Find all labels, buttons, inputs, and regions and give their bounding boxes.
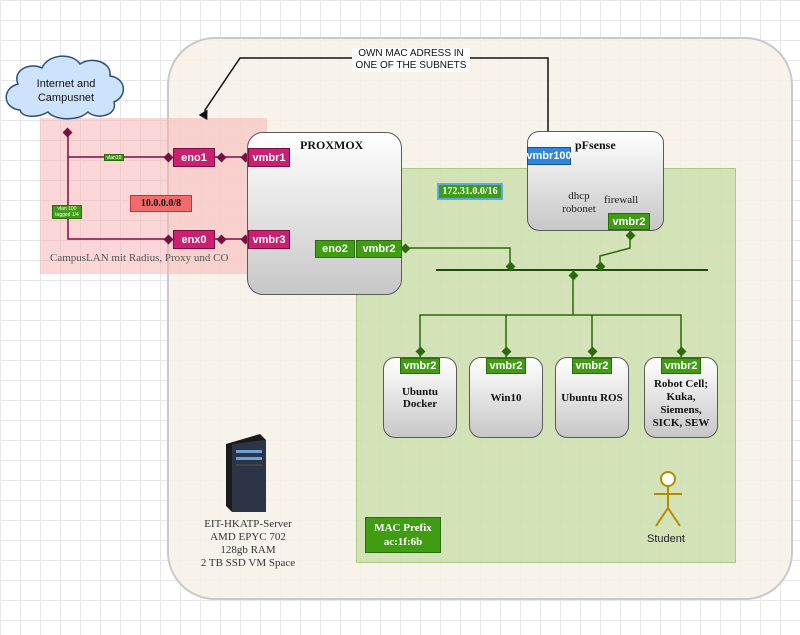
dhcp-label: dhcp robonet bbox=[556, 190, 602, 216]
annotation-line1: OWN MAC ADRESS IN bbox=[358, 48, 464, 59]
server-label-line4: 2 TB SSD VM Space bbox=[200, 557, 296, 569]
server-label-line1: EIT-HKATP-Server bbox=[204, 518, 292, 530]
campus-vlan100-line bbox=[67, 157, 172, 240]
vm-port[interactable]: vmbr2 bbox=[400, 358, 440, 374]
firewall-label: firewall bbox=[604, 194, 639, 206]
cloud-line1: Internet and bbox=[36, 78, 96, 90]
diamond-marker bbox=[163, 152, 174, 163]
diamond-marker bbox=[415, 346, 426, 357]
mac-prefix-badge: MAC Prefix ac:1f:6b bbox=[365, 517, 441, 553]
diamond-marker bbox=[587, 346, 598, 357]
student-figure bbox=[654, 471, 682, 527]
vm-win10[interactable]: vmbr2 Win10 bbox=[469, 357, 543, 438]
diamond-marker bbox=[676, 346, 687, 357]
server-label-line2: AMD EPYC 702 bbox=[210, 531, 286, 543]
campus-subnet-badge: 10.0.0.0/8 bbox=[130, 195, 192, 212]
vm-name-line3: Siemens, bbox=[660, 404, 702, 416]
cloud-shape bbox=[5, 55, 124, 120]
diamond-marker bbox=[400, 243, 411, 254]
vm-ubuntu-docker[interactable]: vmbr2 Ubuntu Docker bbox=[383, 357, 457, 438]
diamond-marker bbox=[216, 234, 227, 245]
server-label-line3: 128gb RAM bbox=[220, 544, 276, 556]
dhcp-label-line2: robonet bbox=[562, 203, 596, 215]
cloud-label: Internet and Campusnet bbox=[20, 77, 112, 105]
proxmox-title: PROXMOX bbox=[300, 138, 364, 152]
enx0-port[interactable]: enx0 bbox=[173, 230, 215, 249]
pfsense-to-bus-line bbox=[599, 230, 631, 270]
vm-name-line2: Docker bbox=[402, 398, 438, 410]
mac-prefix-line1: MAC Prefix bbox=[374, 522, 432, 534]
mac-prefix-line2: ac:1f:6b bbox=[383, 536, 423, 548]
proxmox-vmbr2-port[interactable]: vmbr2 bbox=[356, 240, 402, 258]
vmbr2-to-bus-line bbox=[402, 247, 511, 270]
vlan100-tag-line1: vlan 100 bbox=[57, 206, 77, 212]
campus-lan-label: CampusLAN mit Radius, Proxy und CO bbox=[50, 252, 229, 264]
vlan100-tag: vlan 100 tagged 1/4 bbox=[52, 205, 82, 219]
server-tower bbox=[226, 434, 266, 512]
vm-name-line1: Robot Cell; bbox=[653, 378, 709, 390]
vmbr3-port[interactable]: vmbr3 bbox=[248, 230, 290, 249]
vm-name: Robot Cell; Kuka, Siemens, SICK, SEW bbox=[645, 378, 717, 430]
student-subnet-badge: 172.31.0.0/16 bbox=[437, 183, 503, 200]
vm-port[interactable]: vmbr2 bbox=[486, 358, 526, 374]
vlan100-tag-line2: tagged 1/4 bbox=[55, 212, 79, 218]
vm-ubuntu-ros[interactable]: vmbr2 Ubuntu ROS bbox=[555, 357, 629, 438]
diamond-marker bbox=[568, 270, 579, 281]
diamond-marker bbox=[625, 230, 636, 241]
diamond-marker bbox=[595, 261, 606, 272]
diamond-marker bbox=[62, 127, 73, 138]
diamond-marker bbox=[501, 346, 512, 357]
pfsense-title: pFsense bbox=[575, 138, 616, 152]
arrow-head bbox=[198, 109, 208, 120]
eno2-port[interactable]: eno2 bbox=[315, 240, 355, 258]
vm-name: Win10 bbox=[490, 392, 522, 404]
vm-name: Ubuntu Docker bbox=[384, 386, 456, 410]
vmbr1-port[interactable]: vmbr1 bbox=[248, 148, 290, 167]
pfsense-vmbr2-port[interactable]: vmbr2 bbox=[608, 213, 650, 230]
dhcp-label-line1: dhcp bbox=[568, 190, 590, 202]
mac-annotation: OWN MAC ADRESS IN ONE OF THE SUBNETS bbox=[352, 48, 470, 72]
diamond-marker bbox=[216, 152, 227, 163]
vm-robot-cell[interactable]: vmbr2 Robot Cell; Kuka, Siemens, SICK, S… bbox=[644, 357, 718, 438]
student-label: Student bbox=[647, 533, 685, 545]
server-label: EIT-HKATP-Server AMD EPYC 702 128gb RAM … bbox=[188, 518, 308, 570]
annotation-line2: ONE OF THE SUBNETS bbox=[355, 60, 467, 71]
diamond-marker bbox=[163, 234, 174, 245]
vm-name-line1: Ubuntu bbox=[401, 386, 439, 398]
vm-branch-line bbox=[419, 314, 682, 358]
vmbr100-port[interactable]: vmbr100 bbox=[526, 147, 572, 165]
vm-port[interactable]: vmbr2 bbox=[661, 358, 701, 374]
vm-port[interactable]: vmbr2 bbox=[572, 358, 612, 374]
vm-name-line4: SICK, SEW bbox=[652, 417, 710, 429]
vm-name-line2: Kuka, bbox=[666, 391, 696, 403]
vm-name: Ubuntu ROS bbox=[561, 392, 623, 404]
diamond-marker bbox=[505, 261, 516, 272]
vlan10-tag: vlan10 bbox=[104, 154, 124, 161]
eno1-port[interactable]: eno1 bbox=[173, 148, 215, 167]
cloud-line2: Campusnet bbox=[37, 92, 95, 104]
